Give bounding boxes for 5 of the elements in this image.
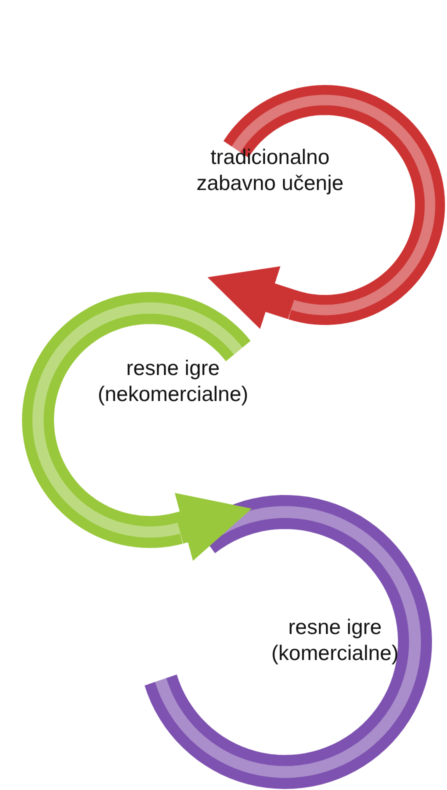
step-label: resne igre (nekomercialne) <box>96 356 250 408</box>
arrow <box>174 492 252 561</box>
arrow <box>208 266 298 330</box>
step-label: resne igre (komercialne) <box>270 615 400 667</box>
step-label: tradicionalno zabavno učenje <box>195 145 345 197</box>
